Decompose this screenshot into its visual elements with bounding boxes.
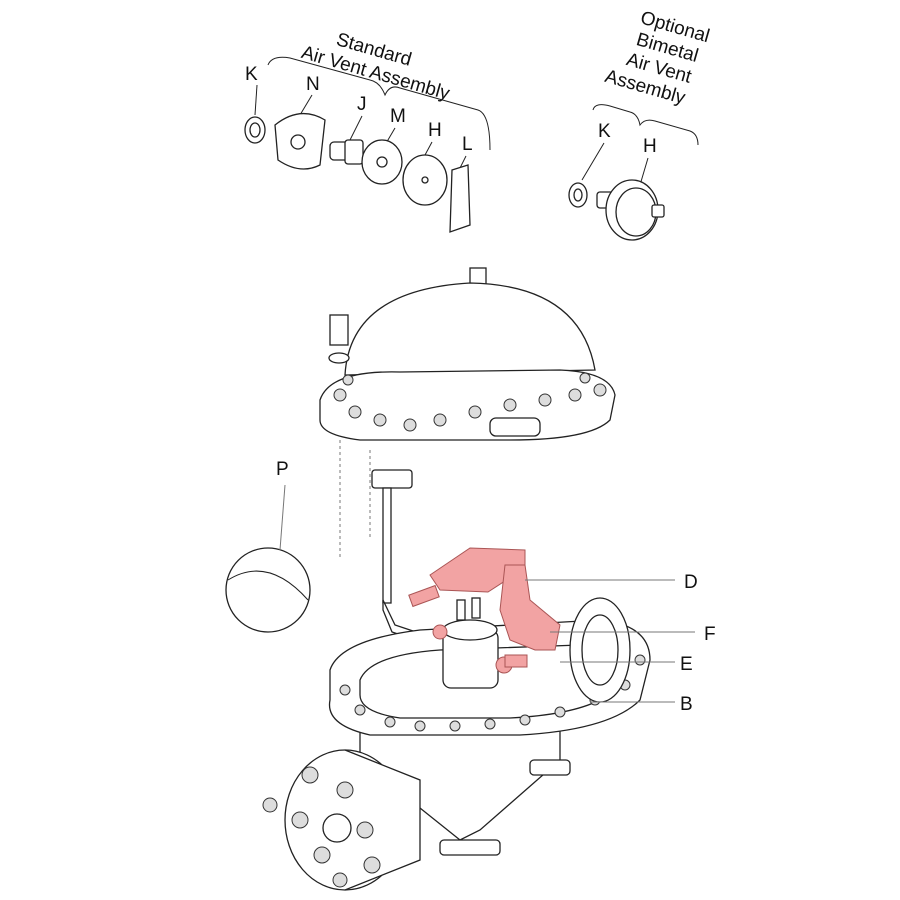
callout-d: D [684,572,698,593]
lever-mechanism-highlight [408,547,561,674]
optional-parts [568,179,665,241]
callout-e: E [680,654,693,675]
part-label-n: N [306,74,320,95]
bracket [592,104,699,146]
callout-b: B [680,694,693,715]
standard-parts [244,113,471,233]
part-label-h: H [428,120,442,141]
part-label-h: H [643,136,657,157]
float-ball [225,547,311,633]
part-label-k: K [598,121,611,142]
bracket [267,56,491,151]
part-label-j: J [357,94,367,115]
callout-f: F [704,624,716,645]
standard-assembly-title: Standard Air Vent Assembly [299,29,452,104]
cover [319,267,616,441]
valve-body [262,597,651,891]
part-label-k: K [245,64,258,85]
callout-p: P [276,459,289,480]
part-label-l: L [462,134,473,155]
float-rod [371,469,426,644]
part-label-m: M [390,106,406,127]
standard-part-labels: K N J M H L [245,64,473,155]
callout-leaders [525,579,695,703]
optional-assembly-title: Optional Bimetal Air Vent Assembly [603,8,712,110]
